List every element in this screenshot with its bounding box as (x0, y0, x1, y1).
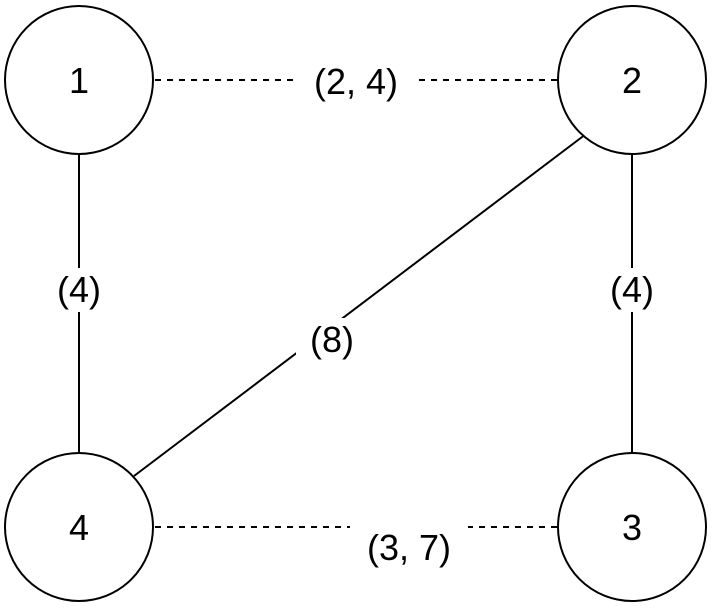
node-3: 3 (557, 452, 707, 602)
edge-1-2-label: (2, 4) (314, 61, 398, 102)
node-2: 2 (557, 5, 707, 155)
edge-4-3-label-group: (3, 7) (350, 526, 468, 570)
edge-2-4-label: (8) (310, 319, 354, 360)
edge-1-2-label-group: (2, 4) (294, 60, 414, 104)
edge-2-4-line (133, 133, 587, 477)
edge-4-3-label: (3, 7) (367, 527, 451, 568)
edge-2-3-label: (4) (610, 269, 654, 310)
node-2-label: 2 (622, 60, 642, 101)
node-4-circle (4, 452, 154, 602)
node-1-circle (4, 5, 154, 155)
edge-2-4-label-group: (8) (296, 318, 368, 362)
node-2-circle (557, 5, 707, 155)
node-4-label: 4 (69, 507, 89, 548)
node-3-label: 3 (622, 507, 642, 548)
edge-1-4-label: (4) (57, 269, 101, 310)
node-1: 1 (4, 5, 154, 155)
node-4: 4 (4, 452, 154, 602)
node-1-label: 1 (69, 60, 89, 101)
edge-2-3-label-group: (4) (599, 268, 665, 312)
node-3-circle (557, 452, 707, 602)
edge-1-4-label-group: (4) (46, 268, 112, 312)
